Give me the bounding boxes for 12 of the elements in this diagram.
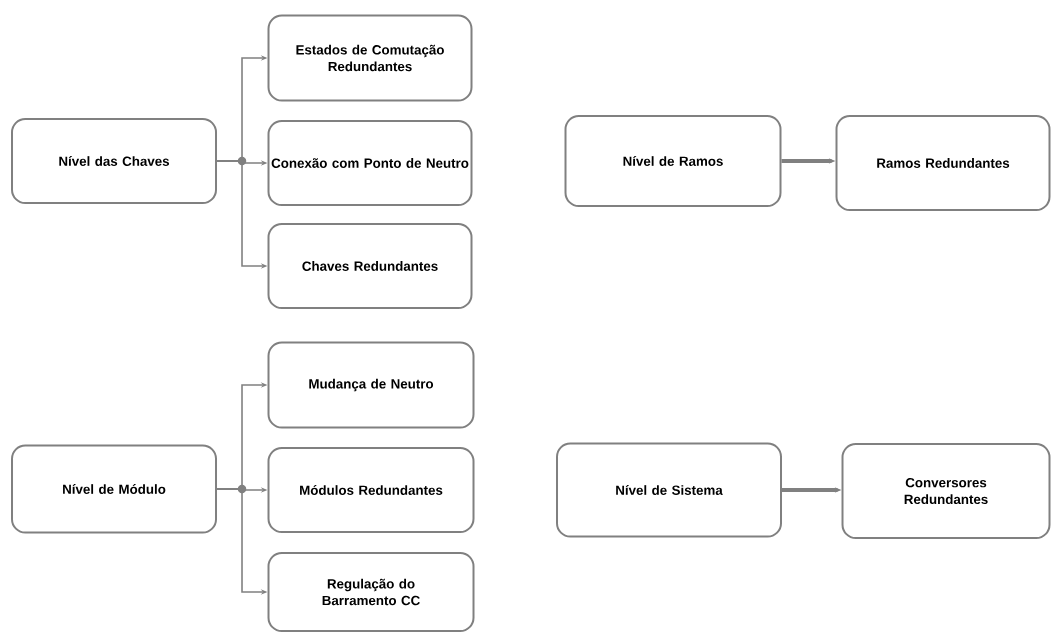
process-box: Conexão com Ponto de Neutro — [267, 120, 473, 206]
process-box: Nível de Sistema — [556, 442, 782, 538]
process-box: Mudança de Neutro — [267, 341, 475, 429]
process-box: Ramos Redundantes — [835, 115, 1051, 211]
process-box: Conversores Redundantes — [841, 443, 1051, 539]
process-box: Regulação do Barramento CC — [267, 552, 475, 632]
process-box: Chaves Redundantes — [267, 223, 473, 309]
process-box: Módulos Redundantes — [267, 447, 475, 533]
process-box: Estados de Comutação Redundantes — [267, 14, 473, 102]
process-box: Nível das Chaves — [11, 118, 217, 204]
process-box: Nível de Módulo — [11, 444, 217, 534]
process-box: Nível de Ramos — [564, 115, 782, 207]
